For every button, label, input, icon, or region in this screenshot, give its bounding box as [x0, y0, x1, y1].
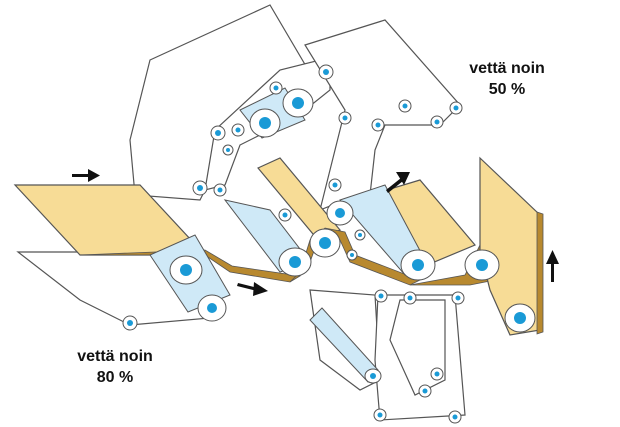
guide-roll — [222, 144, 234, 156]
guide-roll — [354, 229, 366, 241]
guide-roll — [430, 367, 444, 381]
guide-roll — [398, 99, 412, 113]
guide-roll — [374, 289, 388, 303]
water-content-label-80: vettä noin 80 % — [60, 346, 170, 388]
water-label-top-line2: 50 % — [488, 81, 526, 98]
guide-roll — [213, 183, 227, 197]
outgoing-sheet-edge — [536, 211, 544, 335]
guide-roll — [122, 315, 138, 331]
arrow-up-icon — [546, 250, 559, 282]
center-press-roll — [309, 228, 341, 258]
guide-roll — [403, 291, 417, 305]
lower-center-roll — [309, 307, 382, 384]
arrow-right-icon — [72, 169, 100, 182]
guide-roll — [346, 249, 358, 261]
water-label-bottom-line2: 80 % — [96, 369, 134, 386]
guide-roll — [448, 410, 462, 424]
guide-roll — [269, 81, 283, 95]
guide-roll — [451, 291, 465, 305]
guide-roll — [418, 384, 432, 398]
water-label-top-line1: vettä noin — [469, 60, 545, 77]
guide-roll — [430, 115, 444, 129]
press-roll-3 — [223, 199, 312, 277]
guide-roll — [338, 111, 352, 125]
felt-sheet-middle — [257, 157, 341, 241]
guide-roll — [373, 408, 387, 422]
arrow-right-icon — [237, 282, 268, 296]
guide-roll — [210, 125, 226, 141]
press-roll-2 — [197, 294, 227, 322]
guide-roll — [449, 101, 463, 115]
upper-press-roll-2 — [282, 88, 314, 118]
press-roll-1 — [149, 234, 231, 313]
felt-roll-middle — [326, 200, 354, 226]
arrow-up-right-icon — [386, 172, 410, 193]
water-label-bottom-line1: vettä noin — [77, 348, 153, 365]
press-roll-4 — [339, 184, 436, 281]
guide-roll — [278, 208, 292, 222]
web-path-edge-1 — [79, 249, 302, 283]
guide-roll — [371, 118, 385, 132]
guide-roll — [192, 180, 208, 196]
press-roll-5 — [464, 249, 500, 281]
guide-roll — [231, 123, 245, 137]
upper-felt-loop-right — [304, 19, 461, 211]
press-roll-6 — [504, 303, 536, 333]
guide-roll — [318, 64, 334, 80]
guide-roll — [328, 178, 342, 192]
water-content-label-50: vettä noin 50 % — [452, 58, 562, 100]
